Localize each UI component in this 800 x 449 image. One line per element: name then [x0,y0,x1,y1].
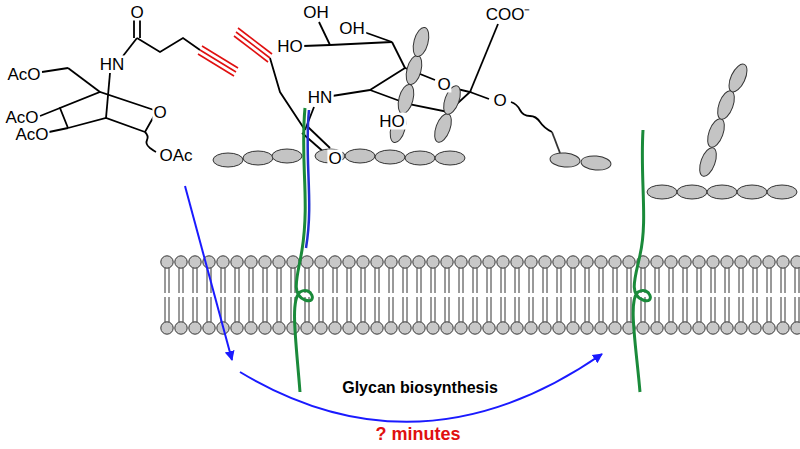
atom-label: AcO [6,66,41,83]
time-label: ? minutes [374,425,461,443]
sugar-unit [725,61,750,94]
sugar-unit [243,151,273,165]
atom-label: AcO [4,109,39,126]
atom-label: HO [276,38,304,55]
alkyne [234,28,272,62]
atom-label: O [327,150,342,167]
sugar-unit [707,185,737,199]
sugar-unit [213,153,243,167]
sugar-unit [714,89,737,122]
glycosidic-link [552,132,560,153]
atom-label: O [129,4,144,21]
sugar-unit [395,83,416,116]
sugar-unit [677,185,707,199]
alkyne [198,46,238,76]
sugar-unit [431,112,454,145]
glycan-chains [213,26,797,199]
sugar-unit [767,185,797,199]
sugar-unit [410,26,431,59]
atom-label: HO [378,113,406,130]
sugar-unit [375,150,405,164]
atom-label: COO⁻ [485,6,532,23]
sugar-unit [405,151,435,165]
sugar-unit [696,146,719,179]
sugar-unit [403,54,424,87]
atom-label: OH [338,20,366,37]
sugar-unit [580,155,611,172]
glycoprotein [295,108,651,392]
sugar-unit [345,149,375,163]
atom-label: HN [99,56,126,73]
process-label: Glycan biosynthesis [341,380,499,396]
biosynthesis-arrow [240,354,602,422]
atom-label: AcO [14,126,49,143]
sugar-unit [549,152,580,169]
sugar-unit [704,117,727,150]
sugar-unit [737,185,767,199]
uptake-arrow [185,186,232,360]
atom-label: O [492,92,507,109]
sialic-acid-bonds [270,22,552,154]
mannosamine-bonds [40,20,200,152]
atom-label: HN [307,89,334,106]
lipid-bilayer [160,250,800,336]
sugar-unit [435,151,465,165]
atom-label: OAc [158,147,193,164]
atom-label: OH [302,4,330,21]
sugar-unit [272,149,302,163]
sugar-unit [647,185,677,199]
atom-label: O [152,104,167,121]
atom-label: O [436,76,451,93]
